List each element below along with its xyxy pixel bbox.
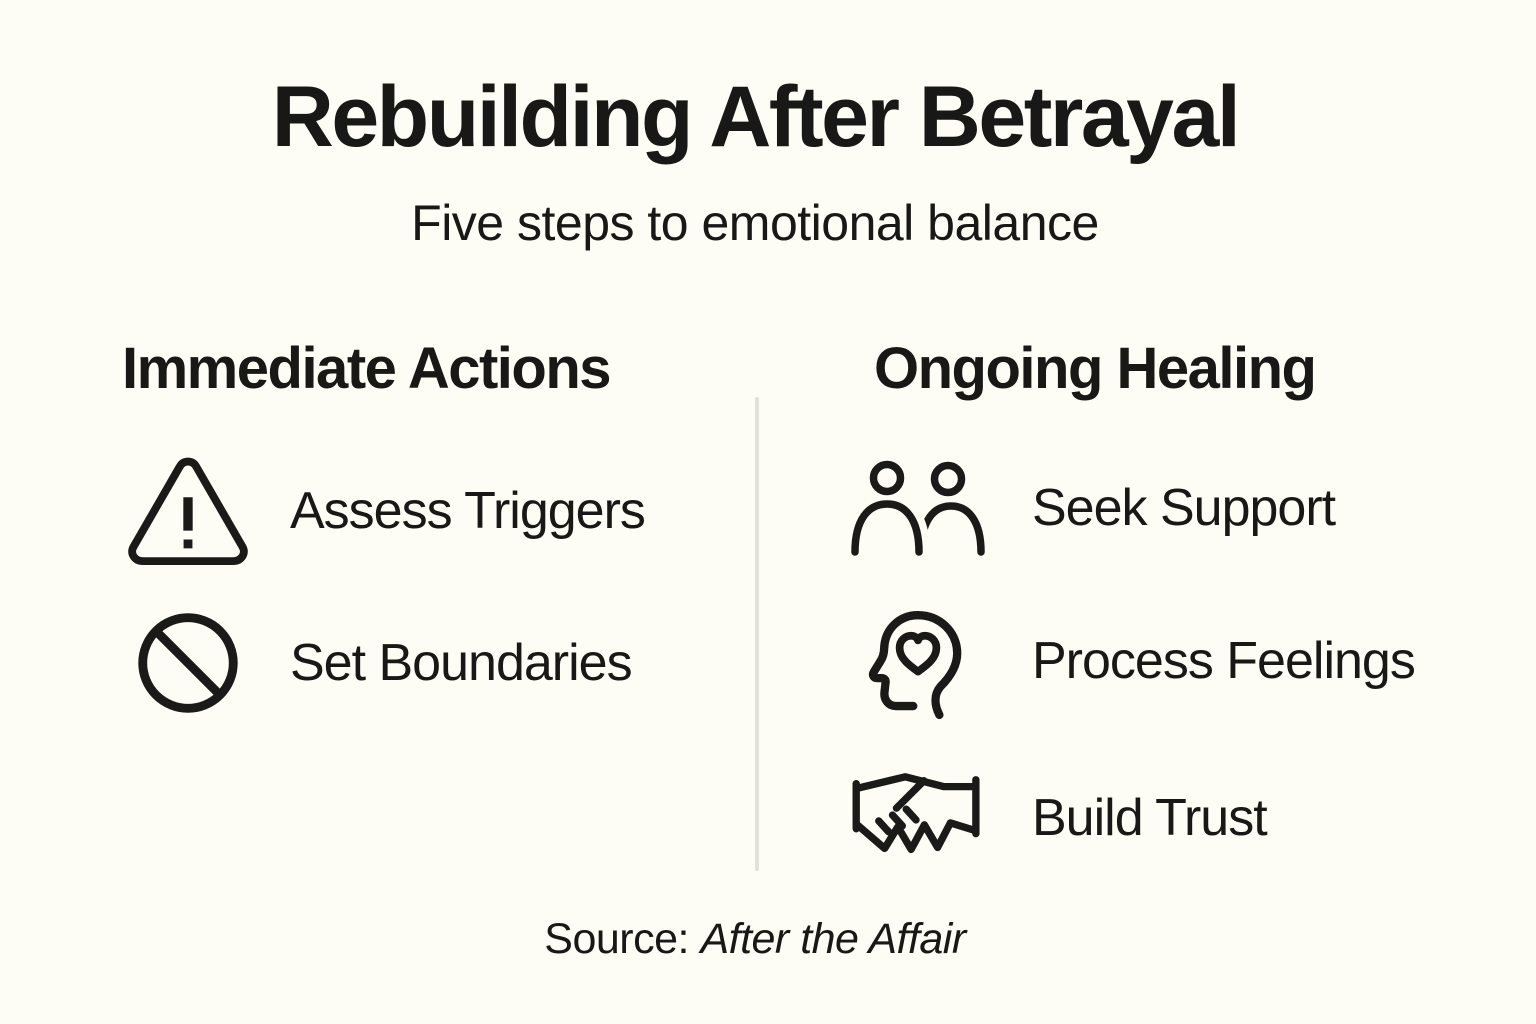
- source-prefix: Source:: [544, 915, 701, 963]
- column-divider: [755, 397, 759, 871]
- people-icon: [848, 460, 988, 557]
- warning-triangle-icon: [122, 454, 254, 568]
- list-item-seek-support: Seek Support: [848, 456, 1336, 560]
- ban-icon: [122, 607, 254, 719]
- list-item-label: Process Feelings: [1032, 632, 1416, 690]
- column-heading-immediate-actions: Immediate Actions: [122, 336, 612, 401]
- list-item-build-trust: Build Trust: [848, 766, 1268, 870]
- list-item-process-feelings: Process Feelings: [848, 590, 1416, 732]
- source-title: After the Affair: [700, 915, 966, 963]
- head-heart-icon: [848, 602, 988, 721]
- handshake-icon: [848, 767, 988, 869]
- list-item-label: Build Trust: [1032, 789, 1268, 847]
- list-item-label: Set Boundaries: [290, 634, 633, 692]
- source-note: Source: After the Affair: [0, 918, 1510, 961]
- column-heading-ongoing-healing: Ongoing Healing: [874, 336, 1317, 401]
- list-item-set-boundaries: Set Boundaries: [122, 604, 633, 722]
- page-title: Rebuilding After Betrayal: [271, 69, 1241, 165]
- list-item-assess-triggers: Assess Triggers: [122, 452, 646, 570]
- list-item-label: Seek Support: [1032, 479, 1336, 537]
- page-subtitle: Five steps to emotional balance: [411, 195, 1099, 251]
- list-item-label: Assess Triggers: [290, 482, 646, 540]
